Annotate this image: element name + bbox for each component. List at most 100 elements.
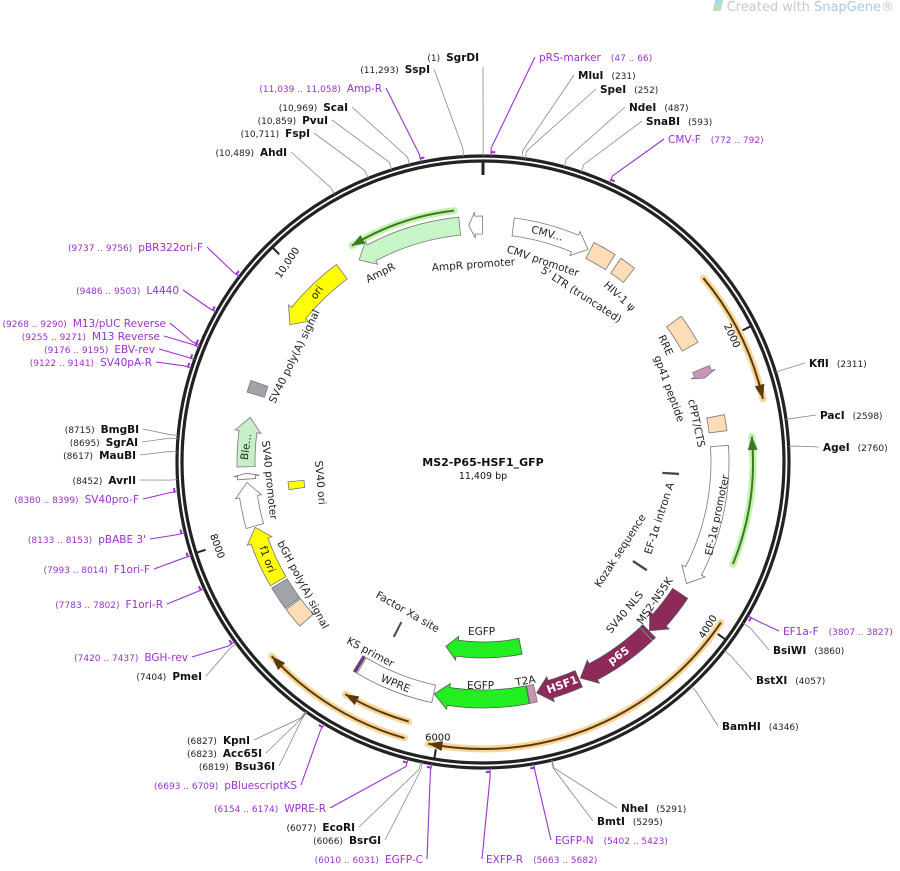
primer-label-m13-reverse[interactable]: (9255 .. 9271)M13 Reverse bbox=[22, 331, 160, 343]
primer-label-prs-marker[interactable]: pRS-marker(47 .. 66) bbox=[539, 52, 652, 64]
site-label-bstxi[interactable]: BstXI(4057) bbox=[756, 675, 825, 687]
feature-kozak[interactable] bbox=[632, 560, 648, 572]
primer-label-egfp-c[interactable]: (6010 .. 6031)EGFP-C bbox=[315, 854, 423, 866]
feature-ampr-promoter[interactable] bbox=[468, 211, 483, 239]
site-label-pvui[interactable]: (10,859)PvuI bbox=[258, 115, 328, 127]
site-label-ahdi[interactable]: (10,489)AhdI bbox=[215, 147, 287, 159]
feature-sv40-promoter-a[interactable] bbox=[234, 481, 264, 529]
feature-label-gp41[interactable]: gp41 peptide bbox=[651, 354, 686, 424]
feature-cmv-promoter[interactable] bbox=[511, 217, 589, 257]
site-label-sgrai[interactable]: (8695)SgrAI bbox=[70, 437, 138, 449]
site-connector-pmei bbox=[205, 643, 237, 677]
primer-label-ef1a-f[interactable]: EF1a-F(3807 .. 3827) bbox=[783, 626, 893, 638]
feature-label-egfp-outer[interactable]: EGFP bbox=[467, 680, 494, 692]
feature-sv40-nls[interactable] bbox=[639, 624, 656, 641]
orf-arc[interactable] bbox=[268, 652, 408, 742]
feature-t2a[interactable] bbox=[526, 683, 538, 704]
site-label-fspi[interactable]: (10,711)FspI bbox=[241, 128, 310, 140]
site-label-ndei[interactable]: NdeI(487) bbox=[629, 102, 689, 114]
feature-cppt[interactable] bbox=[706, 414, 728, 434]
site-label-spei[interactable]: SpeI(252) bbox=[600, 84, 658, 96]
site-label-bsiwi[interactable]: BsiWI(3860) bbox=[773, 645, 844, 657]
primer-label-pbr322ori-f[interactable]: (9737 .. 9756)pBR322ori-F bbox=[68, 242, 203, 254]
site-label-bsrgi[interactable]: (6066)BsrGI bbox=[313, 835, 381, 847]
feature-peach-box[interactable] bbox=[285, 598, 314, 627]
feature-egfp-inner[interactable] bbox=[445, 635, 523, 662]
feature-label-sv40-ori[interactable]: SV40 ori bbox=[312, 460, 328, 505]
site-label-maubi[interactable]: (8617)MauBI bbox=[63, 450, 136, 462]
feature-label-t2a[interactable]: T2A bbox=[513, 673, 537, 689]
feature-label-ampr-promoter[interactable]: AmpR promoter bbox=[431, 256, 516, 274]
primer-label-bgh-rev[interactable]: (7420 .. 7437)BGH-rev bbox=[74, 652, 188, 664]
site-label-kfli[interactable]: KflI(2311) bbox=[809, 358, 867, 370]
site-position: (8715) bbox=[65, 426, 95, 436]
feature-ltr[interactable] bbox=[585, 241, 616, 271]
site-name: ScaI bbox=[323, 102, 348, 114]
primer-label-cmv-f[interactable]: CMV-F(772 .. 792) bbox=[668, 134, 764, 146]
site-label-sgrdi[interactable]: (1)SgrDI bbox=[427, 52, 479, 64]
site-label-acc65i[interactable]: (6823)Acc65I bbox=[187, 748, 262, 760]
feature-f1-ori[interactable] bbox=[246, 526, 287, 587]
primer-label-egfp-n[interactable]: EGFP-N(5402 .. 5423) bbox=[555, 835, 668, 847]
orf-arc[interactable] bbox=[699, 274, 767, 403]
primer-label-sv40pa-r[interactable]: (9122 .. 9141)SV40pA-R bbox=[30, 357, 152, 369]
primer-label-f1ori-f[interactable]: (7993 .. 8014)F1ori-F bbox=[44, 564, 151, 576]
feature-label-ampr[interactable]: AmpR bbox=[364, 261, 397, 286]
site-label-agei[interactable]: AgeI(2760) bbox=[823, 442, 888, 454]
feature-label-kozak[interactable]: Kozak sequence bbox=[592, 512, 648, 590]
site-label-mlui[interactable]: MluI(231) bbox=[578, 70, 636, 82]
orf-arc[interactable] bbox=[729, 433, 758, 568]
orf-arc[interactable] bbox=[348, 207, 458, 250]
feature-sv40-ori[interactable] bbox=[287, 479, 306, 491]
orf-arc[interactable] bbox=[424, 619, 725, 753]
feature-ef1a-intron[interactable] bbox=[662, 471, 680, 476]
site-label-ecori[interactable]: (6077)EcoRI bbox=[286, 822, 355, 834]
site-label-kpni[interactable]: (6827)KpnI bbox=[187, 735, 250, 747]
primer-label-pbabe-3-[interactable]: (8133 .. 8153)pBABE 3' bbox=[28, 534, 146, 546]
primer-label-pbluescriptks[interactable]: (6693 .. 6709)pBluescriptKS bbox=[154, 780, 297, 792]
site-label-paci[interactable]: PacI(2598) bbox=[820, 410, 883, 422]
feature-ks-primer[interactable] bbox=[352, 655, 366, 674]
primer-label-exfp-r[interactable]: EXFP-R(5663 .. 5682) bbox=[486, 854, 597, 866]
feature-bgh-polya[interactable] bbox=[271, 578, 301, 609]
primer-label-sv40pro-f[interactable]: (8380 .. 8399)SV40pro-F bbox=[14, 494, 139, 506]
feature-ef1a-promoter[interactable] bbox=[681, 445, 730, 585]
site-label-bmgbi[interactable]: (8715)BmgBI bbox=[65, 424, 139, 436]
feature-ms2[interactable] bbox=[649, 587, 689, 632]
feature-sv40-polya[interactable] bbox=[246, 379, 269, 398]
feature-factor-xa[interactable] bbox=[392, 621, 403, 638]
feature-p65[interactable] bbox=[579, 627, 653, 684]
orf-arc[interactable] bbox=[341, 690, 413, 726]
feature-label-sv40-promoter[interactable]: SV40 promoter bbox=[259, 440, 279, 521]
site-label-bmti[interactable]: BmtI(5295) bbox=[597, 816, 663, 828]
site-label-bamhi[interactable]: BamHI(4346) bbox=[722, 721, 799, 733]
site-label-scai[interactable]: (10,969)ScaI bbox=[279, 102, 348, 114]
feature-ampr[interactable] bbox=[358, 216, 461, 265]
feature-hsf1[interactable] bbox=[536, 670, 583, 703]
site-label-nhei[interactable]: NheI(5291) bbox=[621, 803, 686, 815]
feature-gp41[interactable] bbox=[690, 364, 716, 380]
site-label-sspi[interactable]: (11,293)SspI bbox=[360, 64, 430, 76]
site-label-bsu36i[interactable]: (6819)Bsu36I bbox=[199, 761, 275, 773]
feature-ble[interactable] bbox=[234, 416, 262, 468]
feature-label-factor-xa[interactable]: Factor Xa site bbox=[374, 589, 442, 635]
feature-rre[interactable] bbox=[666, 315, 699, 352]
feature-label-egfp-inner[interactable]: EGFP bbox=[468, 626, 495, 638]
primer-label-f1ori-r[interactable]: (7783 .. 7802)F1ori-R bbox=[55, 599, 163, 611]
primer-label-l4440[interactable]: (9486 .. 9503)L4440 bbox=[76, 285, 179, 297]
feature-label-cppt[interactable]: cPPT/CTS bbox=[685, 398, 707, 449]
site-label-pmei[interactable]: (7404)PmeI bbox=[136, 671, 202, 683]
site-label-snabi[interactable]: SnaBI(593) bbox=[646, 116, 712, 128]
primer-label-m13-puc-reverse[interactable]: (9268 .. 9290)M13/pUC Reverse bbox=[3, 318, 166, 330]
site-label-avrii[interactable]: (8452)AvrII bbox=[72, 475, 136, 487]
feature-egfp-outer[interactable] bbox=[433, 682, 530, 711]
feature-wpre[interactable] bbox=[356, 657, 437, 704]
primer-label-wpre-r[interactable]: (6154 .. 6174)WPRE-R bbox=[214, 803, 326, 815]
primer-label-amp-r[interactable]: (11,039 .. 11,058)Amp-R bbox=[259, 83, 382, 95]
primer-label-ebv-rev[interactable]: (9176 .. 9195)EBV-rev bbox=[44, 344, 155, 356]
feature-sv40-promoter-b[interactable] bbox=[233, 472, 260, 481]
feature-ori[interactable] bbox=[288, 263, 348, 326]
feature-hiv-psi[interactable] bbox=[610, 257, 636, 283]
primer-range: (9737 .. 9756) bbox=[68, 244, 132, 254]
feature-label-rre[interactable]: RRE bbox=[655, 333, 675, 357]
